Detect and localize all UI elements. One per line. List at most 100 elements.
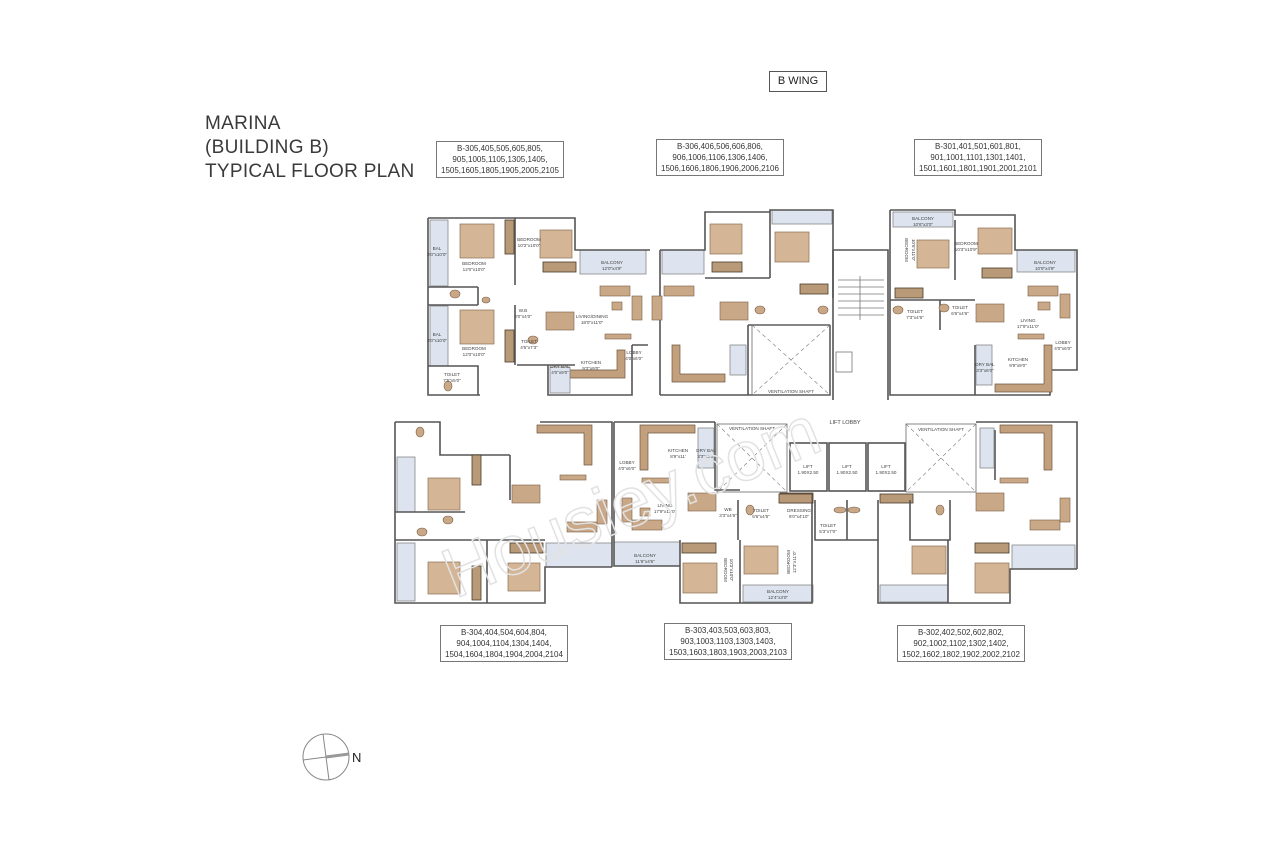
unit-label-line: 1502,1602,1802,1902,2002,2102 [902, 650, 1020, 659]
wing-label: B WING [769, 71, 827, 92]
sofa [596, 499, 608, 525]
unit-label-line: 905,1005,1105,1305,1405, [452, 155, 548, 164]
coffee-table [639, 507, 651, 517]
unit-label-bottom-left: B-304,404,504,604,804, 904,1004,1104,130… [440, 625, 568, 662]
north-label: N [352, 750, 361, 765]
wash-basin [442, 515, 454, 525]
room-dim: 11'6"x4'6" [635, 559, 655, 564]
room-label: LIVING [657, 503, 672, 508]
room-dim: 5'3"x7'0" [819, 529, 837, 534]
room-label: KITCHEN [581, 360, 601, 365]
dining-table [687, 492, 717, 512]
stair-core: VENTILATION SHAFT LIFT LOBBY [751, 249, 889, 426]
unit-label-line: 1506,1606,1806,1906,2006,2106 [661, 164, 779, 173]
dining-table [975, 303, 1005, 323]
balcony [892, 211, 954, 228]
unit-label-top-center: B-306,406,506,606,806, 906,1006,1106,130… [656, 139, 784, 176]
room-dim: 12'0"x10'0" [463, 267, 486, 272]
sofa [663, 285, 695, 297]
bed [974, 562, 1010, 594]
room-label: LIVING [1020, 318, 1035, 323]
balcony [661, 249, 705, 275]
unit-label-line: B-302,402,502,602,802, [918, 628, 1004, 637]
unit-label-line: B-303,403,503,603,803, [685, 626, 771, 635]
ventilation-shaft [716, 423, 788, 493]
room-dim: 4'0"x6'0" [1054, 346, 1072, 351]
unit-label-line: 906,1006,1106,1306,1406, [672, 153, 768, 162]
unit-label-line: B-306,406,506,606,806, [677, 142, 763, 151]
room-label: TOILET [820, 523, 836, 528]
lift-label: LIFT [881, 464, 891, 469]
title-plan-type: TYPICAL FLOOR PLAN [205, 161, 415, 182]
wardrobe [981, 267, 1013, 279]
sofa [631, 295, 643, 321]
sofa [1059, 293, 1071, 319]
room-label: WB [724, 507, 731, 512]
wardrobe [711, 261, 743, 273]
toilet-fixture [745, 504, 755, 516]
room-label: BALCONY [767, 589, 789, 594]
room-dim: 10'9"x4'9" [1035, 266, 1055, 271]
room-label: LOBBY [619, 460, 634, 465]
toilet-fixture [527, 335, 539, 345]
lift-size: 1.90X2.50 [798, 470, 819, 475]
unit-label-line: 1503,1603,1803,1903,2003,2103 [669, 648, 787, 657]
bed [427, 477, 461, 511]
toilet-fixture [754, 305, 766, 315]
bed [459, 223, 495, 259]
unit-label-bottom-center: B-303,403,503,603,803, 903,1003,1103,130… [664, 623, 792, 660]
balcony [1011, 544, 1076, 570]
room-dim: 10'3"x10'9" [955, 247, 978, 252]
bed [682, 562, 718, 594]
bed [709, 223, 743, 255]
sofa [631, 519, 663, 531]
bed [459, 309, 495, 345]
balcony [879, 584, 949, 603]
kitchen-counter [999, 424, 1053, 471]
title-building: (BUILDING B) [205, 137, 329, 158]
room-dim: 10'6"x3'0" [913, 222, 933, 227]
lift-1 [789, 442, 828, 492]
toilet-fixture [449, 289, 461, 299]
balcony [396, 542, 416, 602]
unit-label-line: B-301,401,501,601,801, [935, 142, 1021, 151]
lift-lobby-label: LIFT LOBBY [829, 420, 860, 426]
toilet-fixture [938, 303, 950, 313]
room-dim: 17'9"x11'0" [1017, 324, 1040, 329]
room-label: W.B [519, 308, 527, 313]
room-dim: 12'0"x4'9" [602, 266, 622, 271]
sofa [1027, 285, 1059, 297]
room-dim: 6'0"x4'10" [789, 514, 809, 519]
wardrobe [681, 542, 717, 554]
unit-304 [394, 421, 613, 604]
room-label: DRY BAL [550, 364, 570, 369]
bed [507, 562, 541, 592]
tv-unit [1017, 333, 1045, 340]
unit-305: BAL 3'0"x10'0" BEDROOM 12'0"x10'0" BEDRO… [427, 217, 661, 396]
lift-2 [828, 442, 867, 492]
room-label: BEDROOM [786, 550, 791, 574]
duct [835, 351, 853, 373]
room-label: TOILET [444, 372, 460, 377]
unit-label-top-right: B-301,401,501,601,801, 901,1001,1101,130… [914, 139, 1042, 176]
toilet-fixture [415, 426, 425, 438]
dry-balcony [979, 427, 995, 469]
unit-label-line: 901,1001,1101,1301,1401, [930, 153, 1026, 162]
room-dim: 7'3"x4'6" [906, 315, 924, 320]
sofa [566, 521, 598, 533]
bed [774, 231, 810, 263]
room-dim: 3'0"x10'0" [427, 252, 447, 257]
room-label: BEDROOM [462, 261, 486, 266]
room-label: BAL [433, 332, 442, 337]
kitchen-counter [536, 424, 593, 466]
room-label: BEDROOM [954, 241, 978, 246]
lift-core: VENTILATION SHAFT VENTILATION SHAFT LIFT… [716, 423, 977, 541]
room-label: TOILET [521, 339, 537, 344]
ventilation-shaft [905, 423, 977, 493]
room-dim: 3'0"x10'0" [427, 338, 447, 343]
room-label: VENTILATION SHAFT [918, 427, 964, 432]
coffee-table [611, 301, 623, 311]
room-dim: 3'3"x4'6" [719, 513, 737, 518]
sofa [651, 295, 663, 321]
room-dim: 3'3"x6'0" [697, 454, 715, 459]
